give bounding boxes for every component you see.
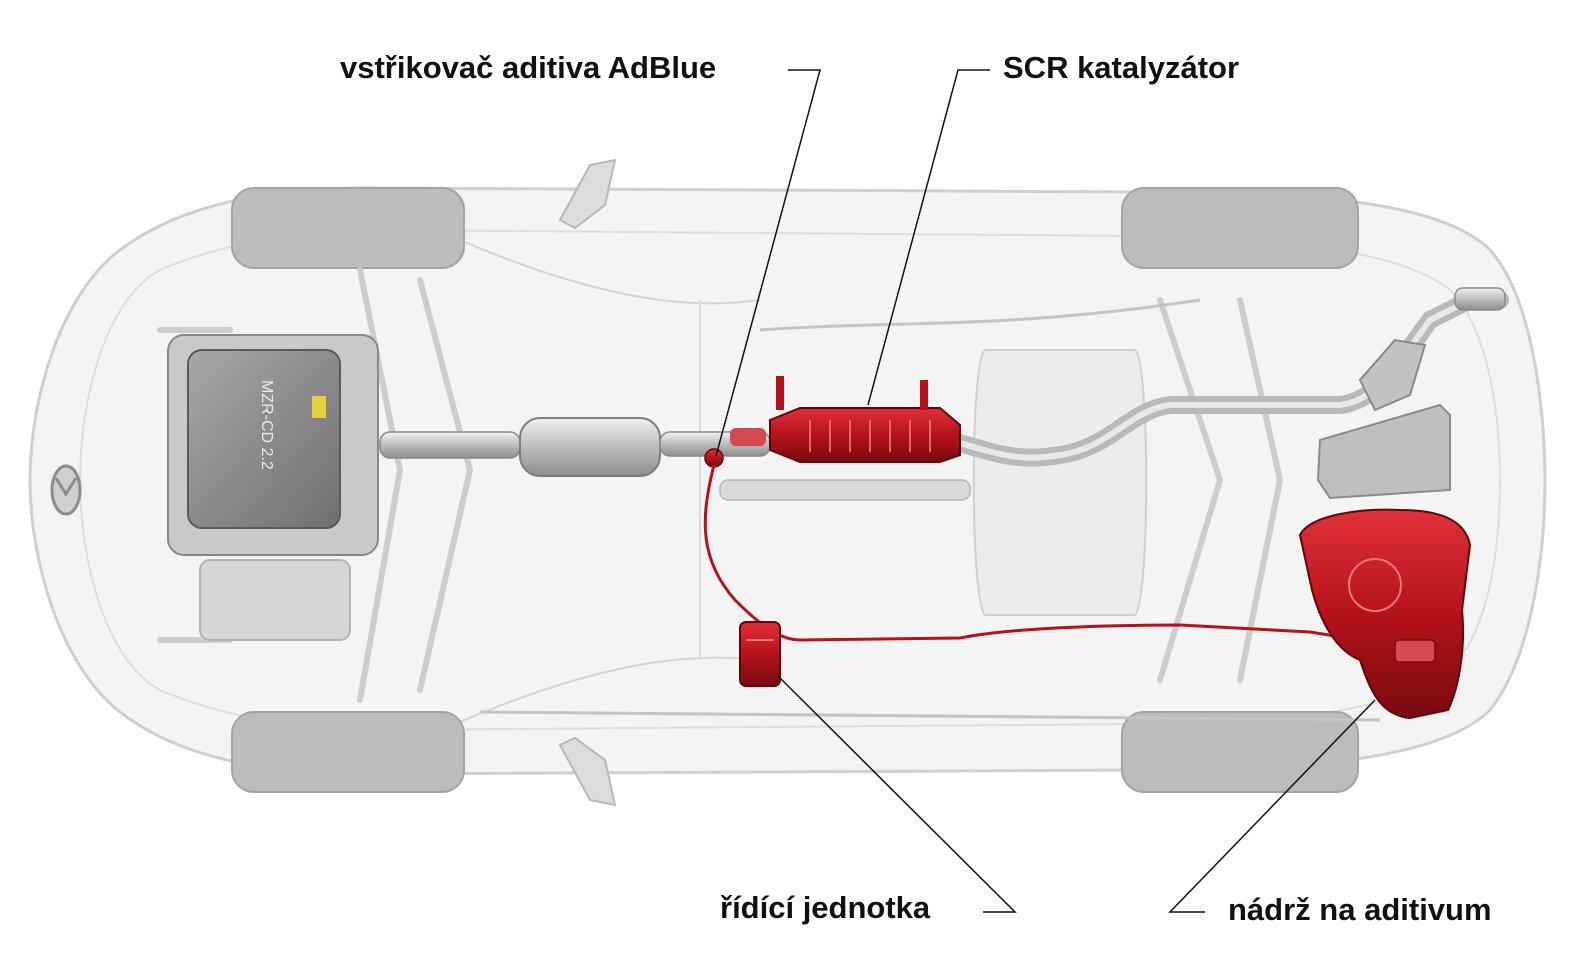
callout-additive-tank: nádrž na aditivum <box>1228 892 1492 927</box>
front-subframe <box>157 267 474 703</box>
adblue-system <box>703 376 1472 720</box>
callout-adblue-injector: vstřikovač aditiva AdBlue <box>340 50 717 85</box>
rear-muffler <box>1358 338 1427 412</box>
engine-cover-text: MZR-CD 2.2 <box>258 380 275 470</box>
leader-control-unit <box>777 675 1017 913</box>
leader-scr <box>867 69 990 406</box>
mirror-bottom <box>558 736 617 807</box>
rear-subframe <box>1157 297 1284 683</box>
exhaust-system <box>379 287 1509 501</box>
tailpipe <box>1454 287 1506 311</box>
rear-storage-box <box>1316 403 1451 500</box>
callout-control-unit: řídící jednotka <box>720 890 931 925</box>
leader-lines <box>715 69 1376 913</box>
mirror-top <box>558 158 617 230</box>
mazda-logo <box>50 464 82 516</box>
wheel-rear-bottom <box>1121 711 1359 793</box>
wheel-front-bottom <box>231 711 465 793</box>
engine: MZR-CD 2.2 <box>167 334 379 641</box>
scr-catalyst <box>769 376 961 463</box>
leader-tank <box>1168 699 1376 913</box>
adblue-line <box>703 464 1361 642</box>
engine-cover-label-badge <box>312 396 326 418</box>
oxidation-catalyst <box>519 417 661 477</box>
adblue-injector <box>704 428 766 468</box>
wheel-front-top <box>231 187 465 269</box>
leader-injector <box>715 69 821 457</box>
wheel-rear-top <box>1121 187 1359 269</box>
additive-tank <box>1298 508 1472 720</box>
underbody-lines <box>479 298 1381 722</box>
wheels <box>231 187 1359 793</box>
callout-scr-catalyst: SCR katalyzátor <box>1003 50 1240 85</box>
control-unit <box>739 621 781 687</box>
